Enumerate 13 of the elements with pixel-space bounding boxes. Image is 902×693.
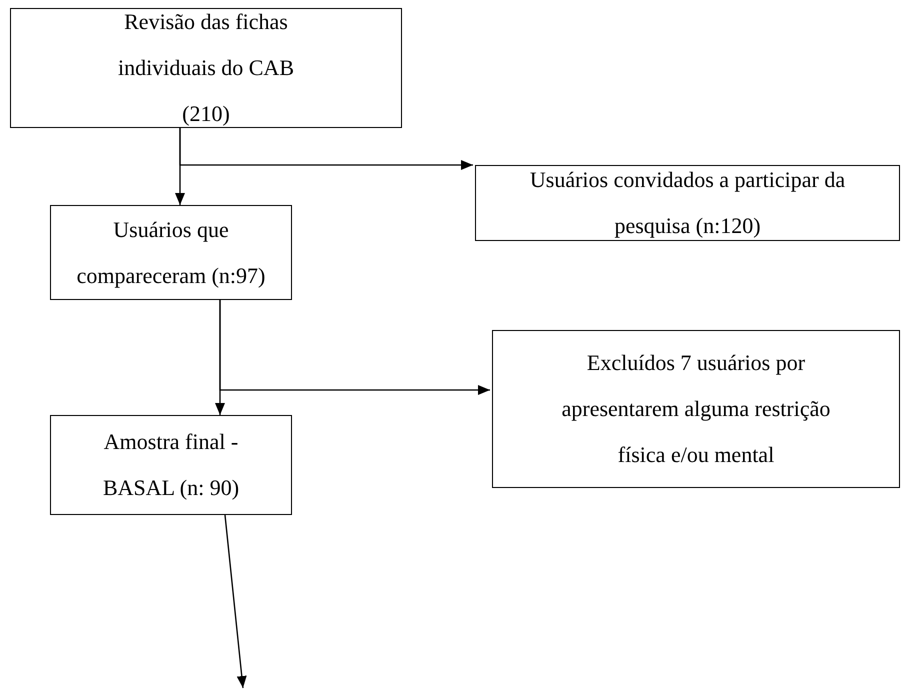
box-text: Usuários convidados a participar da pesquisa (n:120) [528, 166, 846, 240]
arrow [179, 128, 473, 170]
box-text: Amostra final - BASAL (n: 90) [102, 428, 240, 502]
box-text: Revisão das fichas individuais do CAB (210) [116, 8, 295, 128]
process-box [475, 165, 900, 241]
arrow [224, 514, 247, 688]
box-text: Excluídos 7 usuários por apresentarem alguma restrição física e/ou mental [560, 349, 832, 469]
box-text: Usuários que compareceram (n:97) [76, 216, 266, 290]
process-box [492, 330, 900, 488]
process-box [50, 415, 292, 515]
arrow [219, 300, 490, 395]
process-box [10, 8, 402, 128]
process-box [50, 205, 292, 300]
